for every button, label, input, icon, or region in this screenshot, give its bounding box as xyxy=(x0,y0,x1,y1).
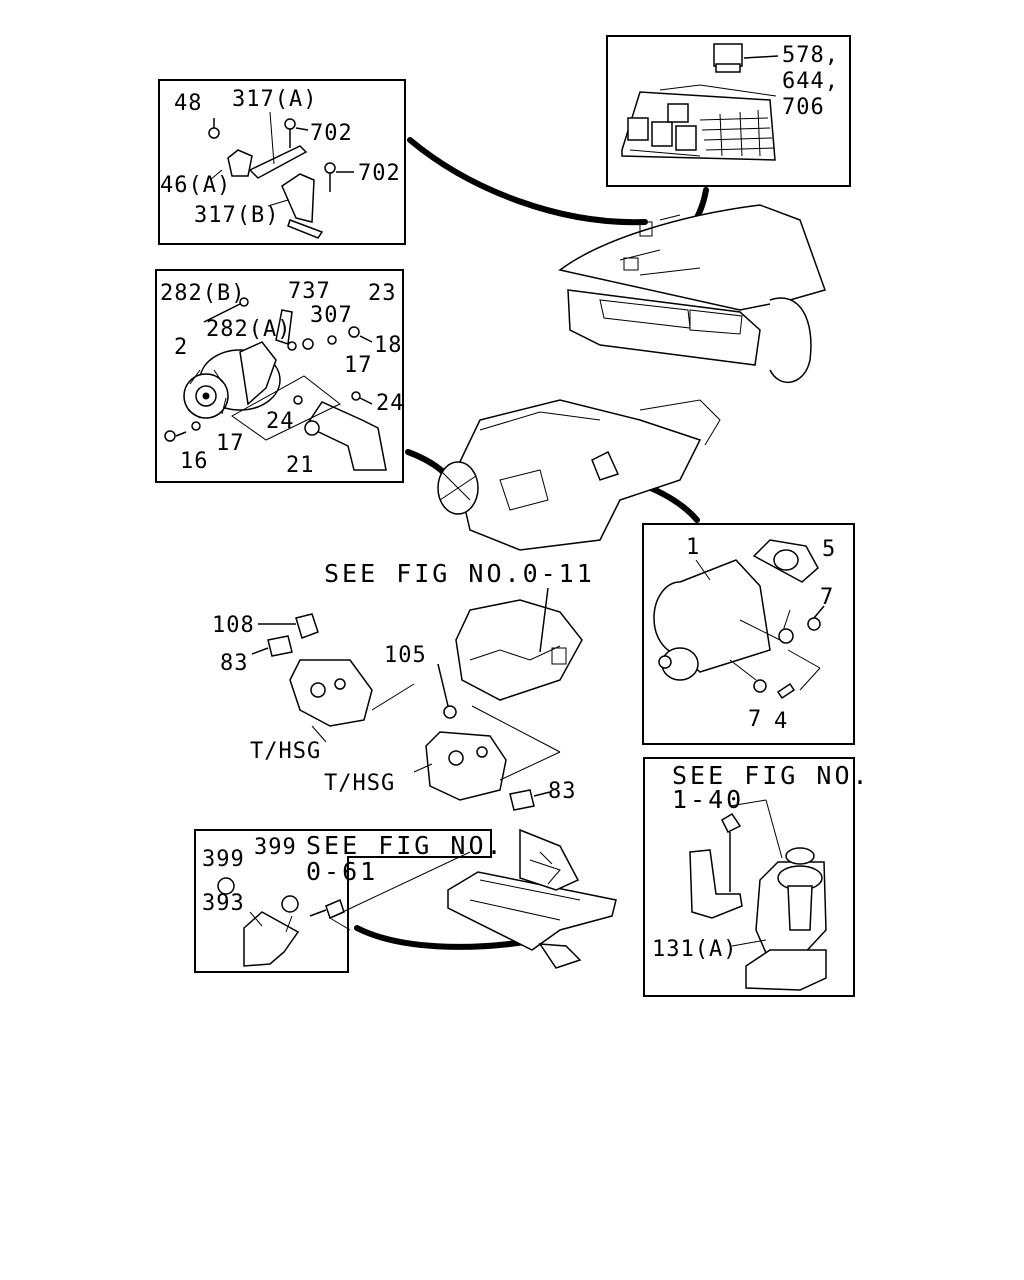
relay-icon xyxy=(713,43,779,73)
callout-48: 48 xyxy=(174,91,203,116)
vehicle-and-engine xyxy=(437,204,826,551)
callout-2: 2 xyxy=(174,335,188,360)
bracket-panel: 48 317(A) 702 702 46(A) 317(B) xyxy=(158,79,406,245)
callout-16: 16 xyxy=(180,449,209,474)
relay-panel: 578, 644, 706 xyxy=(606,35,851,187)
sensor-83-lower xyxy=(509,789,551,811)
see-fig-0-61-line1: SEE FIG NO. xyxy=(306,831,505,860)
callout-24-mid: 24 xyxy=(266,409,295,434)
see-fig-1-40-line2: 1-40 xyxy=(672,785,744,814)
callout-18: 18 xyxy=(374,333,403,358)
callout-105: 105 xyxy=(384,643,427,668)
sensor-108 xyxy=(258,613,319,639)
callout-17-lower: 17 xyxy=(216,431,245,456)
callout-24-right: 24 xyxy=(376,391,405,416)
callout-108: 108 xyxy=(212,613,255,638)
frame-panel: SEE FIG NO. 1-40 131(A) xyxy=(643,757,871,997)
alternator-drawing xyxy=(164,297,387,471)
starter-panel: 1 5 7 7 4 xyxy=(642,523,855,745)
bracket-left-drawing xyxy=(217,851,471,967)
callout-5: 5 xyxy=(822,537,836,562)
callout-4: 4 xyxy=(774,709,788,734)
callout-282b: 282(B) xyxy=(160,281,245,306)
relay-callout-line3: 706 xyxy=(782,95,825,120)
callout-1: 1 xyxy=(686,535,700,560)
relay-bracket-parts xyxy=(208,111,354,239)
see-fig-1-40-line1: SEE FIG NO. xyxy=(672,761,871,790)
callout-21: 21 xyxy=(286,453,315,478)
see-fig-0-11: SEE FIG NO.0-11 xyxy=(324,559,595,588)
callout-702-upper: 702 xyxy=(310,121,353,146)
engine-block xyxy=(437,399,721,551)
fuse-box xyxy=(621,84,777,161)
wire-105 xyxy=(437,663,457,719)
engine-head-sketch xyxy=(455,587,583,701)
sensor-area: SEE FIG NO.0-11 xyxy=(212,559,595,811)
callout-702-lower: 702 xyxy=(358,161,401,186)
callout-83-lower: 83 xyxy=(548,779,577,804)
frame-panel-drawing xyxy=(689,799,827,991)
vehicle-front xyxy=(558,204,826,384)
callout-46a: 46(A) xyxy=(160,173,231,198)
sensor-83-upper xyxy=(251,635,293,657)
callout-7-right: 7 xyxy=(820,585,834,610)
callout-307: 307 xyxy=(310,303,353,328)
relay-callout-line1: 578, xyxy=(782,43,839,68)
alternator-panel: 282(B) 737 23 282(A) 307 18 2 17 24 24 1… xyxy=(155,269,405,483)
callout-737: 737 xyxy=(288,279,331,304)
callout-131a: 131(A) xyxy=(652,937,737,962)
callout-17-upper: 17 xyxy=(344,353,373,378)
callout-393: 393 xyxy=(202,891,245,916)
callout-7-lower: 7 xyxy=(748,707,762,732)
bracket-left-panel: 399 399 393 SEE FIG NO. 0-61 xyxy=(194,829,505,973)
see-fig-0-61-line2: 0-61 xyxy=(306,857,378,886)
callout-317b: 317(B) xyxy=(194,203,279,228)
callout-399-a: 399 xyxy=(202,847,245,872)
thermostat-housing-a xyxy=(289,659,415,743)
relay-callout-line2: 644, xyxy=(782,69,839,94)
callout-23: 23 xyxy=(368,281,397,306)
callout-83-upper: 83 xyxy=(220,651,249,676)
callout-282a: 282(A) xyxy=(206,317,291,342)
callout-thsg-b: T/HSG xyxy=(324,771,395,796)
starter-drawing xyxy=(653,539,825,700)
thermostat-housing-b xyxy=(413,705,561,801)
callout-399-b: 399 xyxy=(254,835,297,860)
callout-thsg-a: T/HSG xyxy=(250,739,321,764)
frame-sketch xyxy=(447,828,617,969)
callout-317a: 317(A) xyxy=(232,87,317,112)
